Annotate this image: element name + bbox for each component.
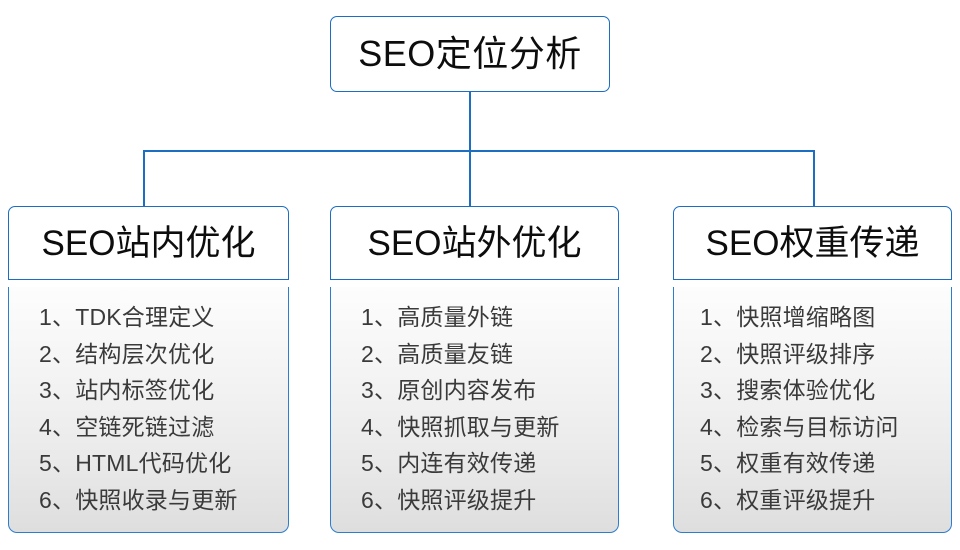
list-item: 1、高质量外链 — [361, 304, 514, 330]
connector-drop-branch-3 — [813, 150, 815, 207]
branch-column-off-site: SEO站外优化 1、高质量外链 2、高质量友链 3、原创内容发布 4、快照抓取与… — [330, 206, 619, 533]
list-item: 5、内连有效传递 — [361, 450, 537, 476]
list-item: 3、站内标签优化 — [39, 377, 215, 403]
list-item: 6、快照收录与更新 — [39, 486, 238, 513]
branch-header-label: SEO站外优化 — [367, 223, 582, 263]
branch-header-on-site[interactable]: SEO站内优化 — [8, 206, 289, 280]
branch-column-weight-transfer: SEO权重传递 1、快照增缩略图 2、快照评级排序 3、搜索体验优化 4、检索与… — [673, 206, 952, 533]
list-item: 3、原创内容发布 — [361, 377, 537, 403]
branch-column-on-site: SEO站内优化 1、TDK合理定义 2、结构层次优化 3、站内标签优化 4、空链… — [8, 206, 289, 533]
branch-header-off-site[interactable]: SEO站外优化 — [330, 206, 619, 280]
root-node-label: SEO定位分析 — [358, 33, 582, 74]
list-item: 4、快照抓取与更新 — [361, 413, 560, 440]
connector-horizontal-bus — [143, 150, 814, 152]
connector-trunk-vertical — [469, 92, 471, 151]
branch-body-weight-transfer: 1、快照增缩略图 2、快照评级排序 3、搜索体验优化 4、检索与目标访问 5、权… — [673, 287, 952, 533]
connector-drop-branch-2 — [469, 150, 471, 207]
list-item: 4、检索与目标访问 — [700, 413, 899, 440]
list-item: 5、HTML代码优化 — [39, 450, 232, 476]
connector-drop-branch-1 — [143, 150, 145, 207]
list-item: 6、权重评级提升 — [700, 486, 876, 513]
root-node[interactable]: SEO定位分析 — [330, 16, 610, 92]
list-item: 2、结构层次优化 — [39, 340, 215, 367]
branch-header-label: SEO站内优化 — [41, 223, 256, 263]
list-item: 4、空链死链过滤 — [39, 413, 215, 440]
branch-header-weight-transfer[interactable]: SEO权重传递 — [673, 206, 952, 280]
branch-body-on-site: 1、TDK合理定义 2、结构层次优化 3、站内标签优化 4、空链死链过滤 5、H… — [8, 287, 289, 533]
branch-body-off-site: 1、高质量外链 2、高质量友链 3、原创内容发布 4、快照抓取与更新 5、内连有… — [330, 287, 619, 533]
list-item: 1、快照增缩略图 — [700, 304, 876, 330]
list-item: 6、快照评级提升 — [361, 486, 537, 513]
list-item: 2、高质量友链 — [361, 340, 514, 367]
list-item: 1、TDK合理定义 — [39, 304, 215, 330]
list-item: 3、搜索体验优化 — [700, 377, 876, 403]
list-item: 2、快照评级排序 — [700, 340, 876, 367]
branch-header-label: SEO权重传递 — [705, 223, 920, 263]
list-item: 5、权重有效传递 — [700, 450, 876, 476]
